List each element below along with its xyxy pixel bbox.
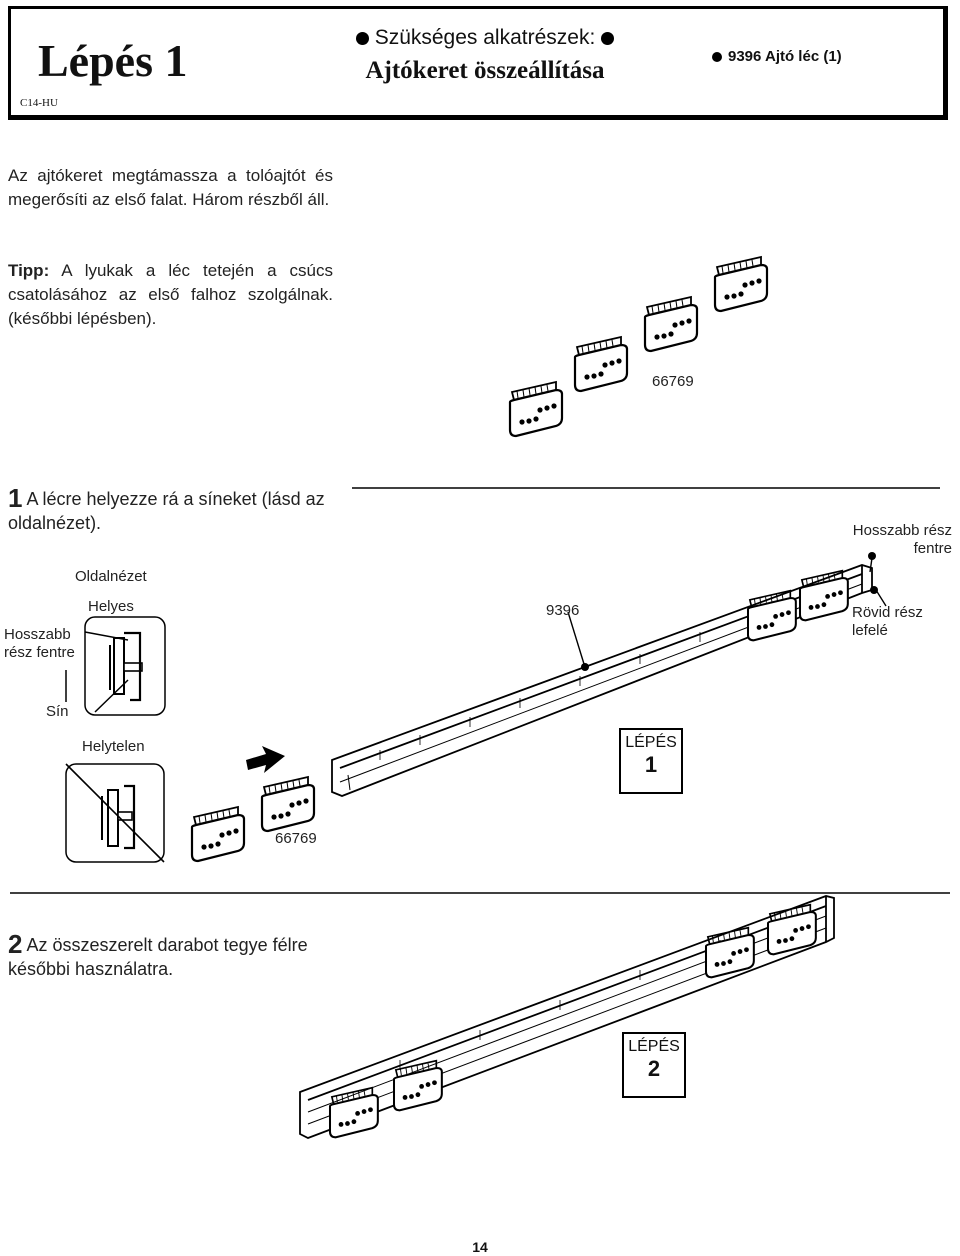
rail-label: Sín: [46, 703, 69, 720]
assembly-title: Ajtókeret összeállítása: [365, 57, 605, 84]
step-title: Lépés 1: [38, 35, 188, 86]
bullet-icon: [355, 31, 369, 45]
step2-number: 2: [8, 929, 23, 959]
header-box: [8, 6, 948, 120]
arrow-icon: [246, 746, 285, 773]
tip-text: Tipp: A lyukak a léc tetején a csúcs csa…: [8, 261, 333, 328]
loose-clip-1: [190, 805, 246, 863]
side-view-label: Oldalnézet: [75, 568, 147, 585]
required-parts-label: Szükséges alkatrészek:: [330, 26, 640, 50]
short-down-label: Rövid rész lefelé: [852, 604, 923, 639]
bullet-icon: [601, 31, 615, 45]
rail-part-number: 9396: [546, 602, 580, 619]
step2-box: LÉPÉS 2: [622, 1032, 686, 1098]
side-view-incorrect: [65, 763, 165, 863]
loose-clip-2: [260, 775, 316, 833]
document-code: C14-HU: [20, 97, 58, 109]
step1-number: 1: [8, 483, 23, 513]
intro-text: Az ajtókeret megtámassza a tolóajtót és …: [8, 166, 333, 209]
clip-part-2: [573, 335, 629, 393]
bullet-icon: [712, 52, 722, 63]
correct-label: Helyes: [88, 598, 134, 615]
incorrect-label: Helytelen: [82, 738, 145, 755]
clip-part-1: [508, 380, 564, 438]
required-part-item: 9396 Ajtó léc (1): [712, 48, 842, 65]
side-view-correct: [65, 616, 166, 716]
step1-box: LÉPÉS 1: [619, 728, 683, 794]
parts-part-number: 66769: [652, 373, 694, 390]
clip-part-3: [643, 295, 699, 353]
longer-front-right-label: Hosszabb rész fentre: [852, 522, 952, 557]
page-number: 14: [472, 1239, 488, 1255]
clip-part-4: [713, 255, 769, 313]
longer-front-left-label: Hosszabb rész fentre: [4, 626, 75, 661]
assembled-rail: [299, 895, 835, 1139]
clip-part-number: 66769: [275, 830, 317, 847]
tip-label: Tipp:: [8, 261, 50, 280]
